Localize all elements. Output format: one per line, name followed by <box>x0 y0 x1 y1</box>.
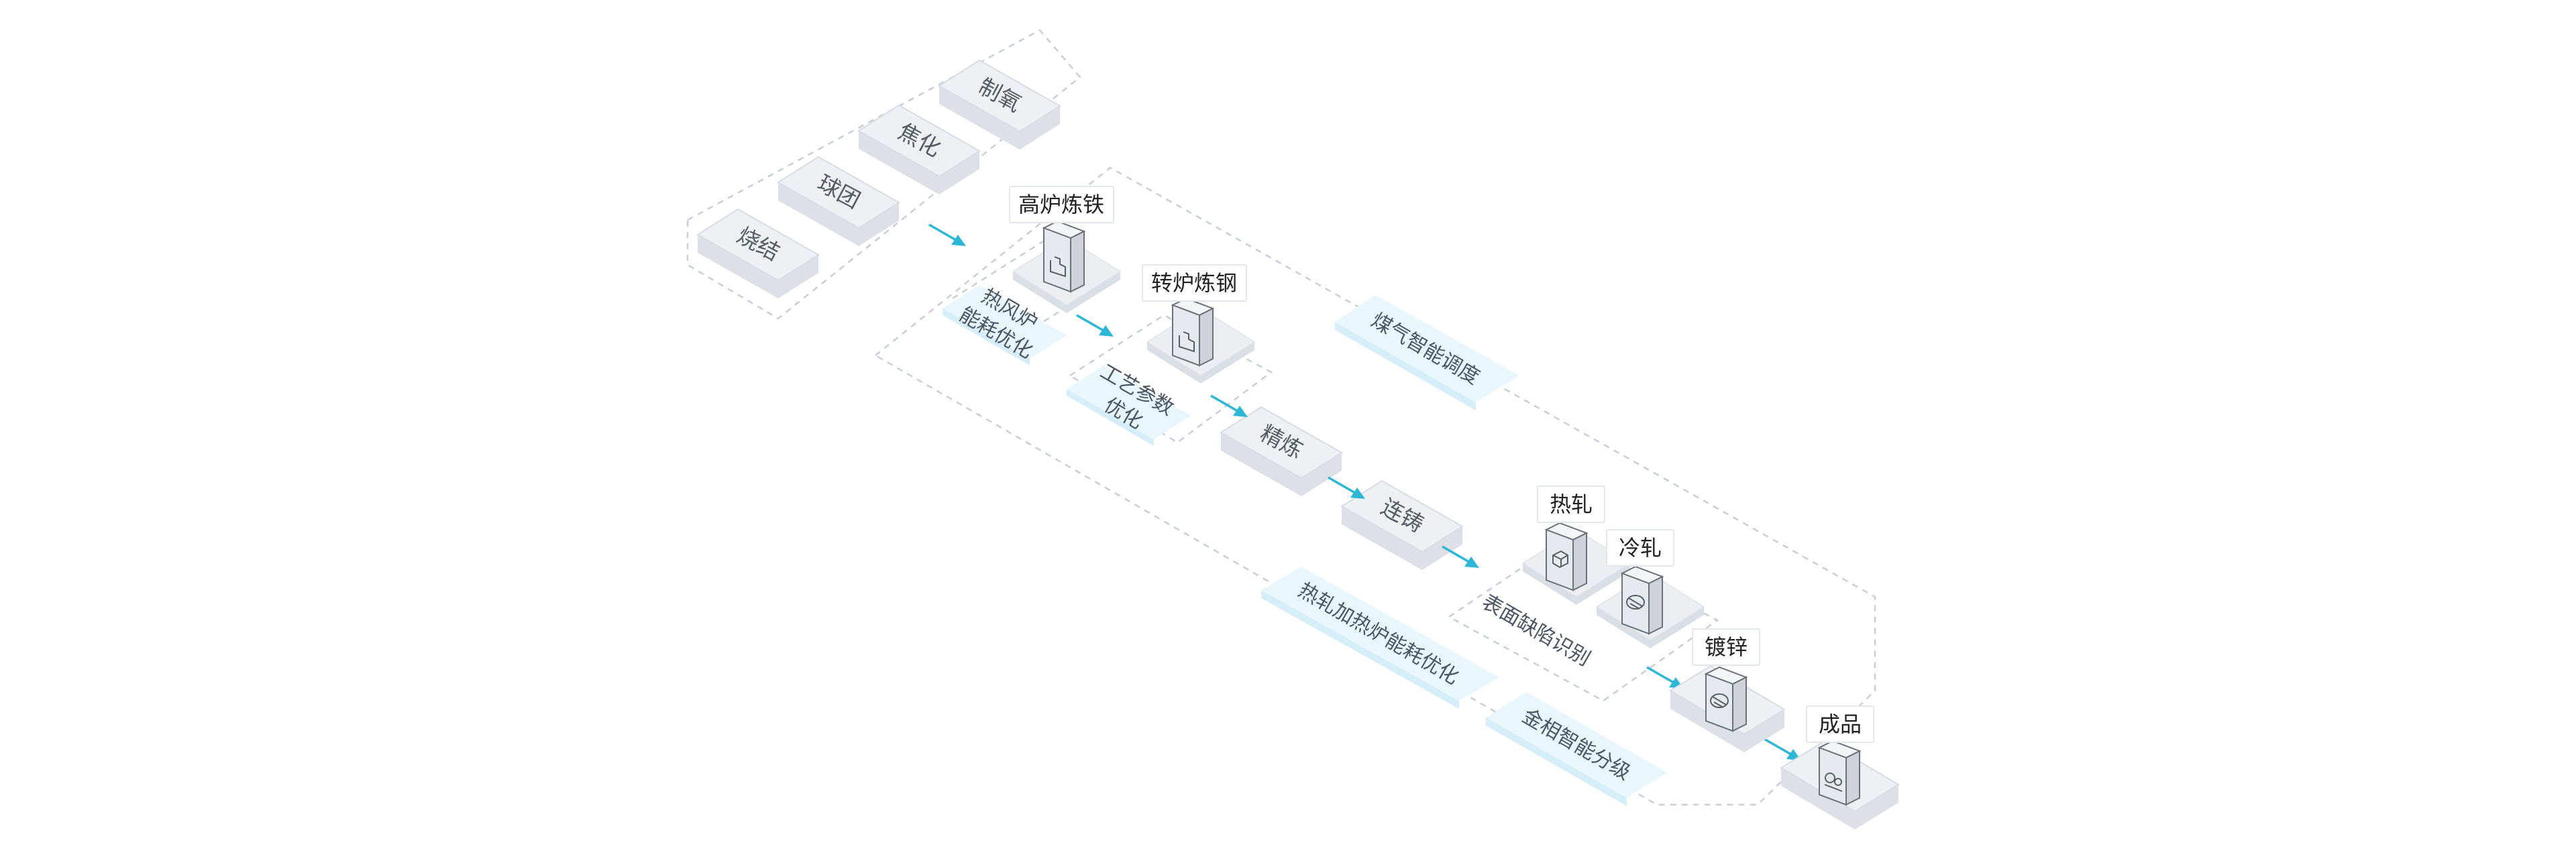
roll-icon <box>1704 666 1748 732</box>
step-sinter[interactable]: 烧结 <box>696 208 820 298</box>
step-pellet[interactable]: 球团 <box>777 156 900 246</box>
furnace-icon <box>1171 297 1215 367</box>
station-finished[interactable]: 成品 <box>1780 705 1900 829</box>
roll-icon <box>1620 565 1664 635</box>
step-oxygen[interactable]: 制氧 <box>938 59 1061 150</box>
flow-arrow <box>1076 314 1114 337</box>
station-cold-rolling[interactable]: 冷轧 <box>1595 529 1705 648</box>
opt-metallographic[interactable]: 金相智能分级 <box>1486 692 1667 806</box>
opt-hot-blast[interactable]: 热风炉 能耗优化 <box>943 284 1067 365</box>
opt-process-params[interactable]: 工艺参数 优化 <box>1067 360 1191 446</box>
blast-furnace-group-outline <box>951 240 1109 340</box>
step-coking[interactable]: 焦化 <box>857 104 981 194</box>
station-label: 成品 <box>1819 711 1862 737</box>
furnace-icon <box>1042 220 1086 293</box>
station-label: 热轧 <box>1550 492 1593 517</box>
station-label: 冷轧 <box>1619 535 1662 561</box>
opt-gas-scheduling[interactable]: 煤气智能调度 <box>1335 295 1519 410</box>
opt-reheat-furnace[interactable]: 热轧加热炉能耗优化 <box>1261 567 1499 709</box>
flow-arrow <box>928 223 966 246</box>
opt-label: 热轧加热炉能耗优化 <box>1294 579 1462 689</box>
step-refining[interactable]: 精炼 <box>1220 406 1343 496</box>
main-flow-group-outline <box>873 166 1876 806</box>
flow-arrow <box>1442 545 1479 568</box>
station-label: 高炉炼铁 <box>1018 192 1104 217</box>
station-label: 转炉炼钢 <box>1151 270 1237 296</box>
station-converter[interactable]: 转炉炼钢 <box>1142 264 1256 384</box>
coil-icon <box>1544 522 1589 591</box>
flow-arrow <box>1328 476 1365 499</box>
station-label: 镀锌 <box>1705 634 1748 660</box>
station-galvanizing[interactable]: 镀锌 <box>1669 628 1786 752</box>
flow-arrow <box>1764 738 1801 760</box>
station-hot-rolling[interactable]: 热轧 <box>1521 485 1631 605</box>
station-blast-furnace[interactable]: 高炉炼铁 <box>1009 186 1122 313</box>
gear-icon <box>1817 740 1862 806</box>
flow-arrow <box>1210 394 1248 417</box>
